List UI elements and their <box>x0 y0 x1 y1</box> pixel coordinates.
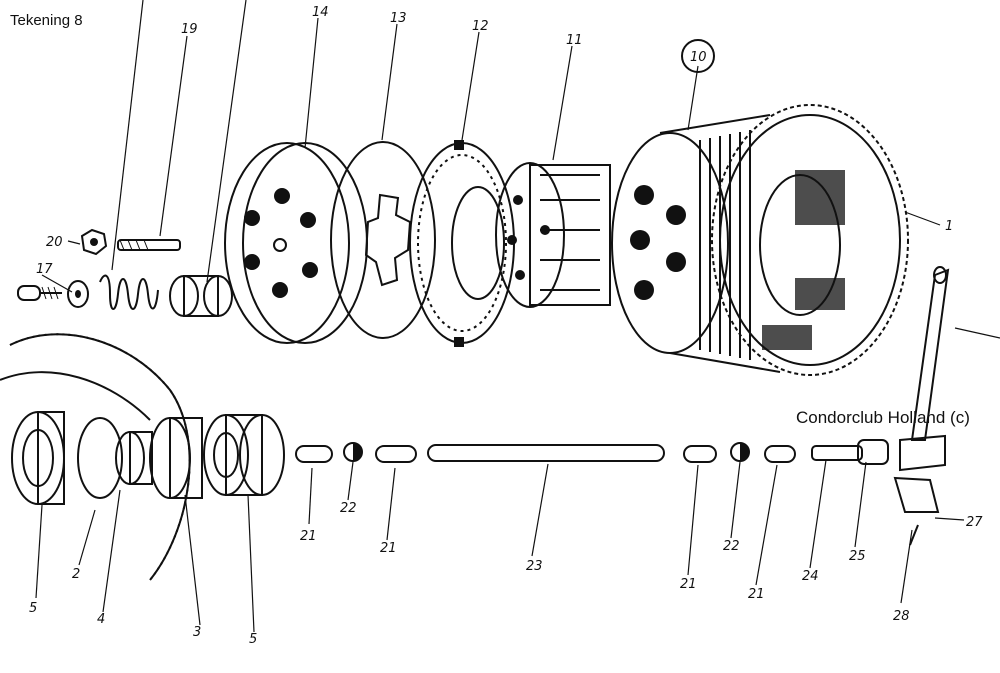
pins-and-pushrod <box>295 442 796 463</box>
adjuster-screw-17 <box>17 285 62 301</box>
callout-20: 20 <box>46 235 63 250</box>
callout-21-c: 21 <box>680 577 697 592</box>
steel-plate-13 <box>330 141 436 339</box>
callout-5-right: 5 <box>249 632 257 647</box>
sleeve-3 <box>149 417 203 499</box>
callout-19: 19 <box>181 22 198 37</box>
callout-3: 3 <box>193 625 201 640</box>
clutch-hub-11 <box>495 162 611 308</box>
callout-27: 27 <box>966 515 983 530</box>
thrust-piece-24-25 <box>811 439 889 465</box>
bearing-5-right <box>203 414 285 496</box>
callout-11: 11 <box>566 33 583 48</box>
callout-labels: 1 2 3 4 5 5 10 11 12 13 14 17 19 20 21 2… <box>29 5 983 647</box>
bushing <box>169 275 233 317</box>
callout-2: 2 <box>72 567 80 582</box>
bearing-5-left <box>11 411 65 505</box>
callout-22-b: 22 <box>723 539 740 554</box>
friction-plate-12 <box>409 140 515 347</box>
callout-14: 14 <box>312 5 329 20</box>
nut-20 <box>80 228 108 256</box>
callout-21-d: 21 <box>748 587 765 602</box>
leader-lines <box>35 0 1000 633</box>
spacer-4 <box>115 431 153 485</box>
callout-22-a: 22 <box>340 501 357 516</box>
callout-10: 10 <box>690 50 707 65</box>
callout-1: 1 <box>945 219 953 234</box>
callout-13: 13 <box>390 11 407 26</box>
screw-19 <box>117 239 181 251</box>
callout-24: 24 <box>802 569 819 584</box>
drawing-title: Tekening 8 <box>10 12 83 29</box>
callout-21-a: 21 <box>300 529 317 544</box>
callout-25: 25 <box>849 549 866 564</box>
callout-5-left: 5 <box>29 601 37 616</box>
spring <box>99 274 159 310</box>
callout-12: 12 <box>472 19 489 34</box>
callout-28: 28 <box>893 609 910 624</box>
callout-17: 17 <box>36 262 53 277</box>
release-lever <box>893 266 950 546</box>
callout-23: 23 <box>526 559 543 574</box>
primary-gear-3 <box>0 333 191 581</box>
clutch-basket-10 <box>611 104 909 376</box>
callout-4: 4 <box>97 612 105 627</box>
washer <box>67 280 89 308</box>
callout-21-b: 21 <box>380 541 397 556</box>
callout-10-circle <box>681 39 715 73</box>
circlip-2 <box>77 417 123 499</box>
